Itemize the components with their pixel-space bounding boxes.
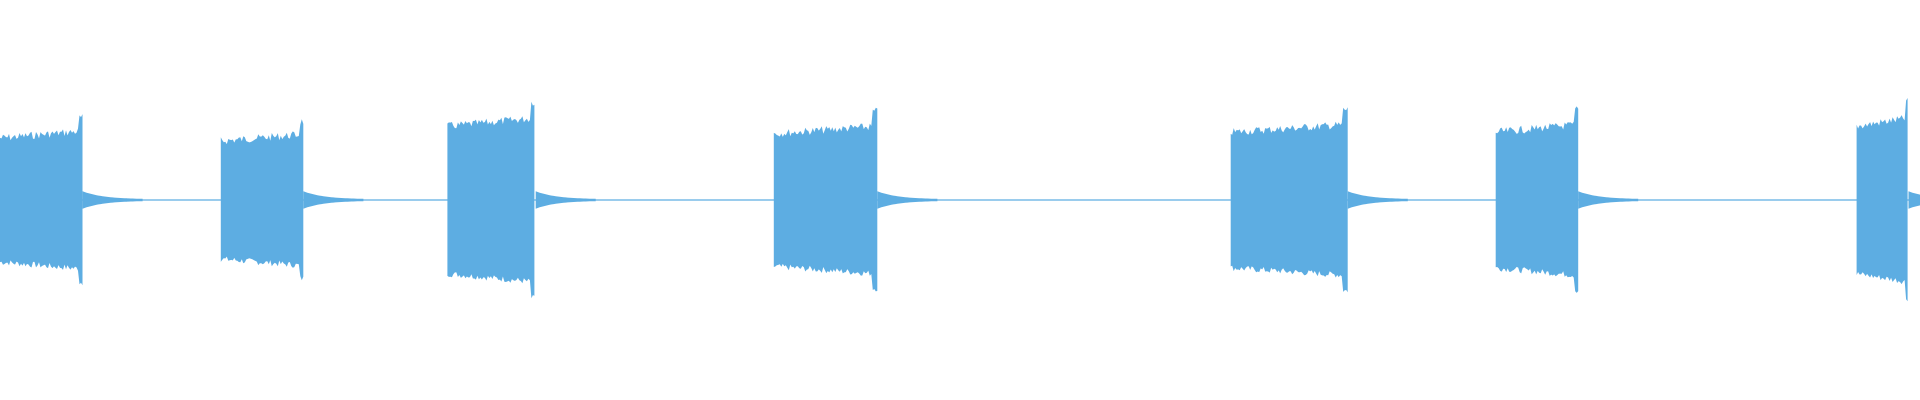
waveform-tail-5 [1347,191,1408,209]
waveform-burst-6 [1495,106,1579,293]
waveform-tail-2 [303,191,364,209]
waveform-tail-4 [877,191,938,209]
waveform-tail-7 [1908,191,1920,209]
waveform-layer [0,98,1920,302]
waveform-burst-2 [220,119,304,281]
waveform-burst-5 [1230,107,1348,293]
waveform-burst-3 [447,101,535,299]
waveform-burst-4 [773,107,878,292]
waveform-tail-1 [82,191,143,209]
waveform-tail-6 [1578,191,1639,209]
waveform-burst-7 [1856,98,1908,302]
waveform-burst-1 [0,114,83,286]
waveform-tail-3 [535,191,596,209]
